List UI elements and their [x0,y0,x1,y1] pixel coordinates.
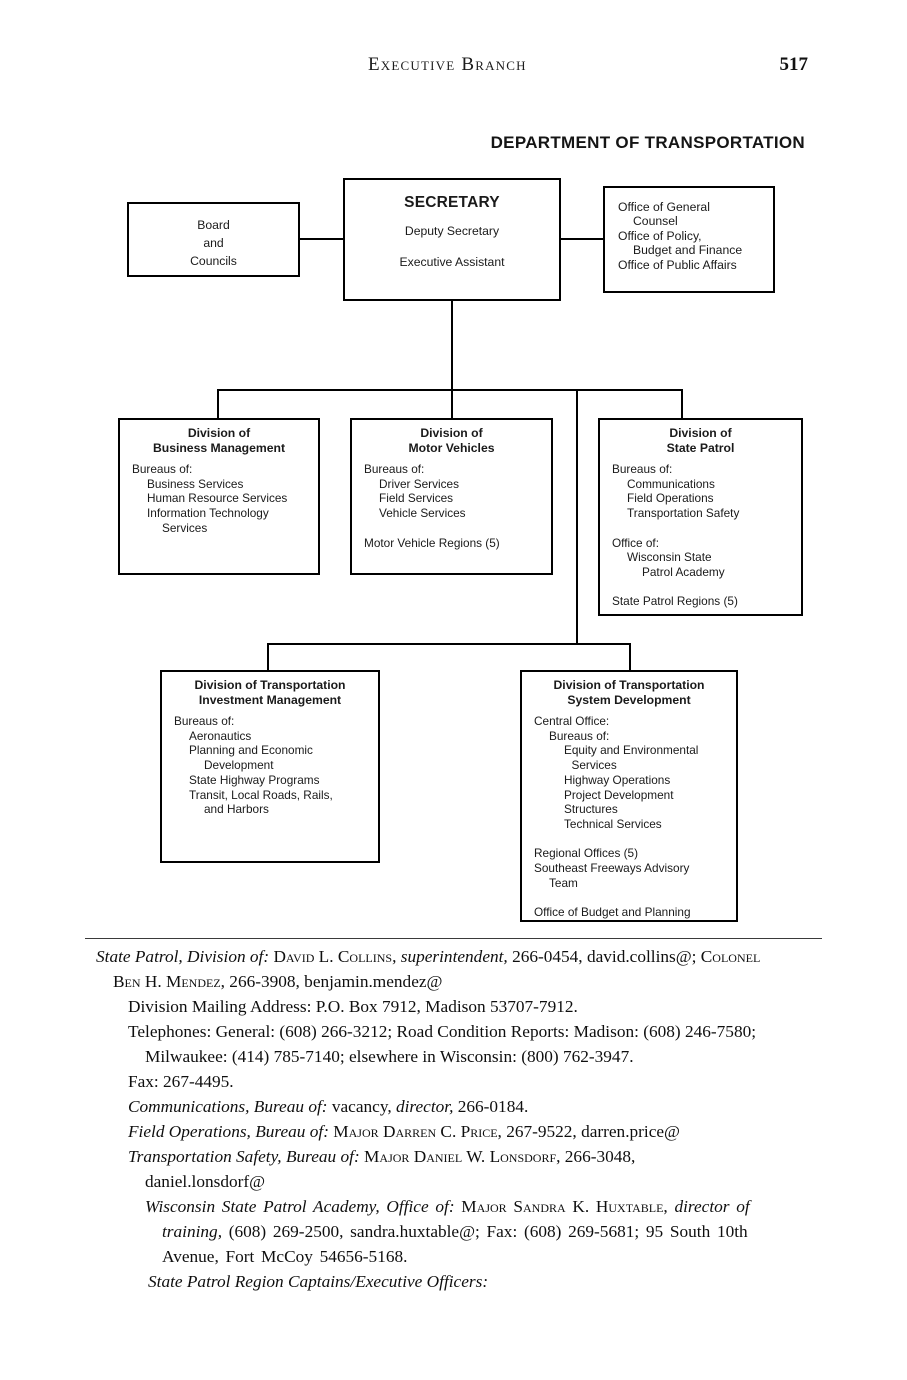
entry-transportation-safety-bureau: Transportation Safety, Bureau of: Major … [128,1147,636,1191]
entry-mailing-address: Division Mailing Address: P.O. Box 7912,… [128,997,578,1016]
connector-bottom-horizontal [267,643,631,645]
connector-secretary-offices [561,238,603,240]
connector-drop-state-patrol [681,389,683,418]
entry-state-patrol-academy: Wisconsin State Patrol Academy, Office o… [145,1197,750,1266]
page-number: 517 [779,54,809,75]
directory-section: State Patrol, Division of: David L. Coll… [0,944,907,1294]
connector-drop-business-management [217,389,219,418]
chart-title: DEPARTMENT OF TRANSPORTATION [490,133,805,152]
entry-fax: Fax: 267-4495. [128,1072,234,1091]
page-header: Executive Branch 517 [0,54,907,78]
connector-drop-system-development [629,643,631,670]
connector-secretary-drop [451,301,453,418]
secretary-lines: Deputy Secretary Executive Assistant [399,224,505,269]
connector-board-secretary [300,238,343,240]
connector-top-horizontal [217,389,683,391]
entry-region-captains: State Patrol Region Captains/Executive O… [148,1272,489,1291]
division-items: Central Office:Bureaus of:Equity and Env… [534,714,699,920]
entry-telephones: Telephones: General: (608) 266-3212; Roa… [128,1022,757,1066]
running-head-title: Executive Branch [368,54,527,75]
box-secretary: SECRETARY Deputy Secretary Executive Ass… [343,178,561,301]
entry-field-operations-bureau: Field Operations, Bureau of: Major Darre… [128,1122,680,1141]
secretary-title: SECRETARY [404,194,500,211]
entry-state-patrol-division: State Patrol, Division of: David L. Coll… [96,947,761,991]
divider-rule [85,938,822,939]
connector-feed-vertical [576,389,578,645]
entry-communications-bureau: Communications, Bureau of: vacancy, dire… [128,1097,529,1116]
connector-drop-investment-management [267,643,269,670]
